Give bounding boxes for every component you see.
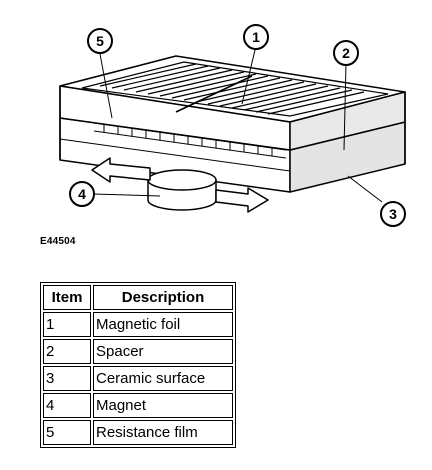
- item-number: 1: [43, 312, 91, 337]
- table-row: 2 Spacer: [43, 339, 233, 364]
- callout-label-2: 2: [342, 45, 350, 61]
- item-description: Magnetic foil: [93, 312, 233, 337]
- callout-label-1: 1: [252, 29, 260, 45]
- callout-circle-2: [333, 40, 359, 66]
- callout-circle-3: [380, 201, 406, 227]
- table-row: 4 Magnet: [43, 393, 233, 418]
- component-illustration: 1 2 3 4 5: [59, 24, 406, 227]
- groove-pattern: [81, 61, 389, 117]
- callout-label-3: 3: [389, 206, 397, 222]
- item-number: 3: [43, 366, 91, 391]
- resistance-film-strip: [93, 122, 287, 159]
- figure-id-label: E44504: [40, 236, 76, 247]
- table-row: 3 Ceramic surface: [43, 366, 233, 391]
- leader-lines: [92, 45, 383, 203]
- callout-circle-1: [243, 24, 269, 50]
- item-description: Resistance film: [93, 420, 233, 445]
- item-description: Ceramic surface: [93, 366, 233, 391]
- item-number: 2: [43, 339, 91, 364]
- header-description: Description: [93, 285, 233, 310]
- table-row: 5 Resistance film: [43, 420, 233, 445]
- magnet-shape: [147, 169, 217, 211]
- legend-header-row: Item Description: [43, 285, 233, 310]
- legend-table: Item Description 1 Magnetic foil 2 Space…: [40, 282, 236, 448]
- movement-arrows: [91, 157, 269, 213]
- table-row: 1 Magnetic foil: [43, 312, 233, 337]
- item-number: 4: [43, 393, 91, 418]
- callout-label-5: 5: [96, 33, 104, 49]
- callout-circle-4: [69, 181, 95, 207]
- callout-label-4: 4: [78, 186, 86, 202]
- item-number: 5: [43, 420, 91, 445]
- header-item: Item: [43, 285, 91, 310]
- callout-circle-5: [87, 28, 113, 54]
- item-description: Magnet: [93, 393, 233, 418]
- item-description: Spacer: [93, 339, 233, 364]
